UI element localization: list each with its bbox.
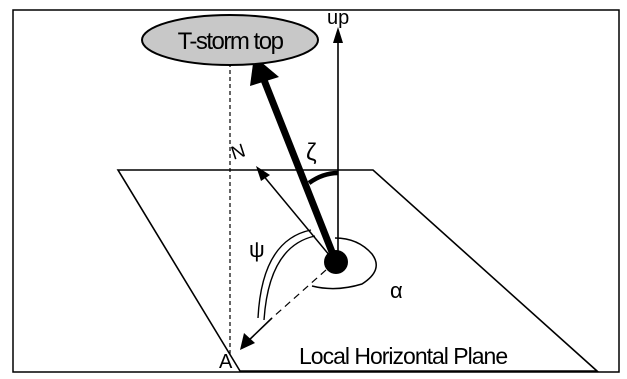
psi-arc-outer: [257, 229, 312, 319]
horizontal-plane: [116, 169, 600, 372]
storm-top-label: T-storm top: [178, 28, 284, 55]
zeta-arc: [307, 170, 339, 185]
north-label: N: [229, 140, 249, 164]
alpha-label: α: [390, 278, 403, 303]
zeta-label: ζ: [306, 139, 317, 166]
storm-top-ellipse: [141, 14, 319, 66]
arrowhead-north: [256, 166, 270, 181]
alpha-curve: [311, 237, 377, 290]
arrowhead-a: [240, 333, 255, 350]
plane-label: Local Horizontal Plane: [299, 343, 507, 369]
psi-arc-inner: [263, 235, 316, 321]
line-of-sight-arrow: [260, 78, 340, 264]
north-arrow: [261, 173, 336, 263]
psi-label: ψ: [249, 237, 265, 262]
observer-point: [324, 250, 348, 274]
azimuth-line-dashed: [271, 261, 336, 319]
up-label: up: [327, 7, 349, 29]
point-a-label: A: [219, 351, 233, 373]
arrowhead-up: [333, 27, 343, 43]
